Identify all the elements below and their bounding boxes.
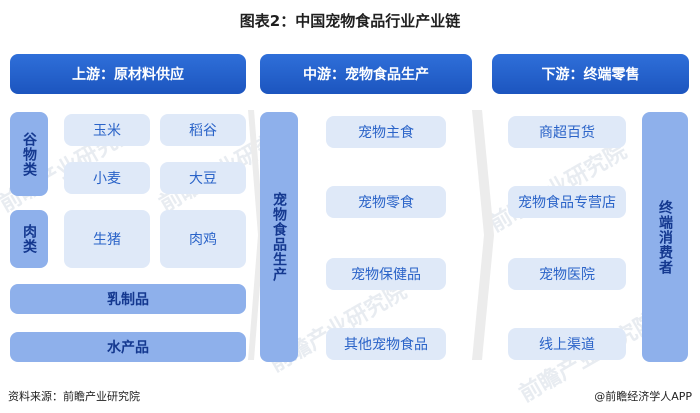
arrow-midstream-to-downstream — [472, 110, 494, 360]
end-consumers-text: 终端消费者 — [657, 199, 673, 275]
midstream-other-food: 其他宠物食品 — [326, 328, 446, 360]
aquatic-products: 水产品 — [10, 332, 246, 362]
midstream-production-text: 宠物食品生产 — [271, 192, 287, 282]
grain-category-label: 谷物类 — [10, 112, 48, 196]
source-note: 资料来源：前瞻产业研究院 — [8, 390, 140, 403]
page-title: 图表2：中国宠物食品行业产业链 — [239, 12, 461, 30]
midstream-snacks: 宠物零食 — [326, 186, 446, 218]
midstream-header: 中游：宠物食品生产 — [260, 54, 472, 94]
meat-category-text: 肉类 — [21, 224, 37, 254]
meat-category-label: 肉类 — [10, 210, 48, 268]
meat-chicken: 肉鸡 — [160, 210, 246, 268]
downstream-online-channels: 线上渠道 — [508, 328, 626, 360]
grain-soybean: 大豆 — [160, 162, 246, 194]
meat-pig: 生猪 — [64, 210, 150, 268]
grain-category-text: 谷物类 — [21, 131, 37, 177]
downstream-specialty-stores: 宠物食品专营店 — [508, 186, 626, 218]
dairy-products: 乳制品 — [10, 284, 246, 314]
downstream-pet-hospitals: 宠物医院 — [508, 258, 626, 290]
downstream-supermarkets: 商超百货 — [508, 116, 626, 148]
credit-note: @前瞻经济学人APP — [594, 390, 692, 403]
midstream-staple-food: 宠物主食 — [326, 116, 446, 148]
midstream-health-products: 宠物保健品 — [326, 258, 446, 290]
grain-corn: 玉米 — [64, 114, 150, 146]
end-consumers-label: 终端消费者 — [642, 112, 688, 362]
grain-wheat: 小麦 — [64, 162, 150, 194]
midstream-production-label: 宠物食品生产 — [260, 112, 298, 362]
upstream-header: 上游：原材料供应 — [10, 54, 246, 94]
downstream-header: 下游：终端零售 — [492, 54, 689, 94]
grain-rice: 稻谷 — [160, 114, 246, 146]
